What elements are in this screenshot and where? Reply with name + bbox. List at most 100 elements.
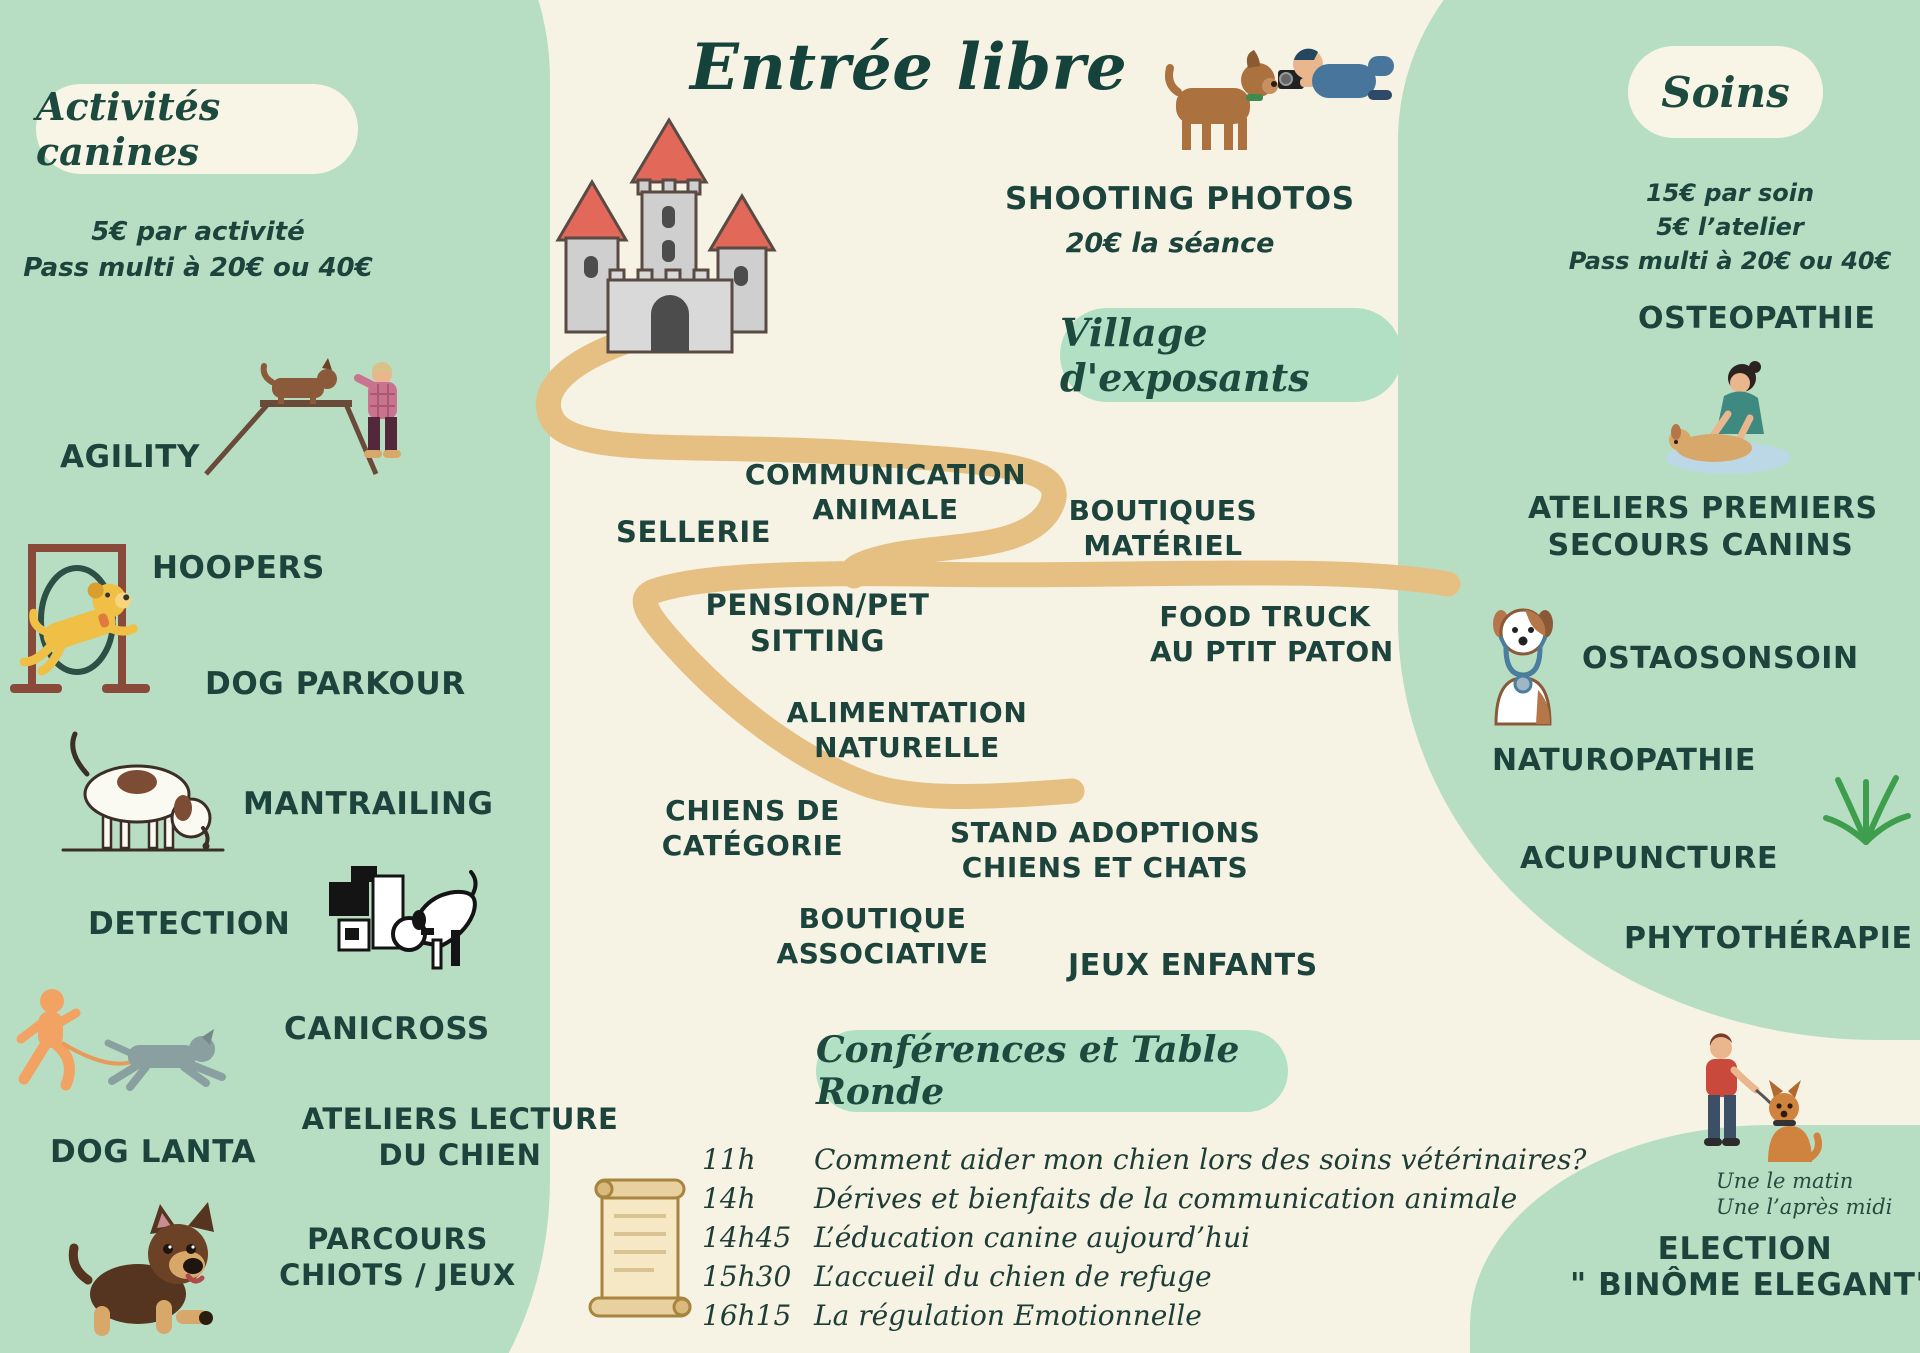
election-notes: Une le matin Une l’après midi [1716,1168,1920,1220]
schedule-time: 11h [702,1143,756,1176]
label-dog-parkour: DOG PARKOUR [205,666,466,702]
schedule-time: 15h30 [702,1260,792,1293]
agility-dog-icon [204,358,401,476]
communication-line2: ANIMALE [812,492,959,526]
label-ateliers-premiers-secours: ATELIERS PREMIERS SECOURS CANINS [1528,490,1878,564]
stand-pension-pet-sitting: PENSION/PET SITTING [700,588,935,660]
pension-line2: SITTING [750,623,885,658]
ateliers-lecture-line2: DU CHIEN [378,1137,542,1172]
plant-icon [1823,775,1911,845]
dog-massage-icon [1666,361,1790,474]
chiens-categorie-line1: CHIENS DE [665,794,840,827]
activities-header-pill: Activités canines [36,84,358,174]
label-shooting-photos: SHOOTING PHOTOS [1005,181,1355,217]
castle-icon [555,117,777,354]
label-parcours-chiots: PARCOURS CHIOTS / JEUX [265,1222,530,1294]
label-agility: AGILITY [60,439,201,475]
adoptions-line2: CHIENS ET CHATS [961,850,1249,884]
boutique-line1: BOUTIQUE [798,902,967,935]
activities-header: Activités canines [36,84,221,174]
label-acupuncture: ACUPUNCTURE [1520,841,1779,876]
schedule-title: Dérives et bienfaits de la communication… [814,1182,1518,1215]
label-canicross: CANICROSS [284,1011,490,1047]
canicross-icon [16,989,226,1091]
label-ostaosonsoin: OSTAOSONSOIN [1582,641,1859,676]
alimentation-line2: NATURELLE [814,730,1000,764]
ateliers-premiers-line2: SECOURS CANINS [1547,528,1854,564]
schedule-row: 16h15 La régulation Emotionnelle [702,1296,1502,1335]
label-detection: DETECTION [88,906,291,942]
stand-sellerie: SELLERIE [616,515,772,549]
activities-pricing: 5€ par activité Pass multi à 20€ ou 40€ [18,214,378,286]
schedule-time: 14h45 [702,1221,792,1254]
village-header: Village d'exposants [1060,310,1310,400]
chiens-categorie-line2: CATÉGORIE [661,828,844,862]
poster-title: Entrée libre [690,30,1128,105]
schedule-row: 11h Comment aider mon chien lors des soi… [702,1140,1586,1179]
label-mantrailing: MANTRAILING [243,786,494,822]
village-header-pill: Village d'exposants [1060,308,1402,402]
boutique-line2: ASSOCIATIVE [776,936,989,970]
schedule-title: L’éducation canine aujourd’hui [814,1221,1251,1254]
label-binome-elegant: " BINÔME ELEGANT" [1570,1267,1920,1303]
stand-boutiques-materiel: BOUTIQUES MATÉRIEL [1058,494,1268,563]
schedule-row: 15h30 L’accueil du chien de refuge [702,1257,1502,1296]
soins-price-line1: 15€ par soin [1645,179,1815,207]
schedule-time: 16h15 [702,1299,792,1332]
scroll-icon [588,1178,692,1318]
food-truck-line1: FOOD TRUCK [1159,600,1371,633]
schedule-title: L’accueil du chien de refuge [814,1260,1212,1293]
alimentation-line1: ALIMENTATION [786,696,1028,729]
label-phytotherapie: PHYTOTHÉRAPIE [1624,921,1913,956]
boutiques-line2: MATÉRIEL [1083,528,1243,562]
hoopers-dog-icon [10,544,150,693]
schedule-title: La régulation Emotionnelle [814,1299,1202,1332]
soins-pricing: 15€ par soin 5€ l’atelier Pass multi à 2… [1560,176,1900,278]
stand-chiens-de-categorie: CHIENS DE CATÉGORIE [655,794,850,863]
soins-header: Soins [1661,67,1790,117]
communication-line1: COMMUNICATION [744,458,1027,491]
stand-boutique-associative: BOUTIQUE ASSOCIATIVE [770,902,995,971]
soins-header-pill: Soins [1628,46,1823,138]
schedule-time: 14h [702,1182,756,1215]
conferences-header: Conférences et Table Ronde [816,1029,1240,1113]
activities-price-line2: Pass multi à 20€ ou 40€ [23,253,373,283]
election-note-line2: Une l’après midi [1716,1195,1893,1219]
election-note-line1: Une le matin [1716,1169,1854,1193]
stand-communication-animale: COMMUNICATION ANIMALE [738,458,1033,527]
parcours-line1: PARCOURS [307,1222,488,1256]
shooting-price: 20€ la séance [1065,228,1275,259]
conferences-header-pill: Conférences et Table Ronde [816,1029,1288,1113]
soins-price-line2: 5€ l’atelier [1656,213,1804,241]
detection-dog-icon [329,866,478,970]
stand-food-truck: FOOD TRUCK AU PTIT PATON [1150,600,1394,669]
schedule-title: Comment aider mon chien lors des soins v… [814,1143,1587,1176]
label-dog-lanta: DOG LANTA [50,1134,257,1170]
boutiques-line1: BOUTIQUES [1068,494,1258,527]
parcours-line2: CHIOTS / JEUX [279,1257,516,1292]
left-green-blob [0,0,550,1353]
label-ateliers-lecture: ATELIERS LECTURE DU CHIEN [295,1102,625,1174]
adoptions-line1: STAND ADOPTIONS [950,816,1261,849]
ateliers-premiers-line1: ATELIERS PREMIERS [1528,491,1878,526]
stand-jeux-enfants: JEUX ENFANTS [1068,948,1318,983]
label-naturopathie: NATUROPATHIE [1492,743,1756,778]
label-election: ELECTION [1657,1231,1833,1267]
dog-photographer-icon [1165,48,1394,150]
conference-schedule: 11h Comment aider mon chien lors des soi… [702,1140,1586,1335]
stethoscope-dog-icon [1493,608,1553,726]
label-osteopathie: OSTEOPATHIE [1638,301,1876,336]
man-with-dog-icon [1704,1033,1822,1162]
pension-line1: PENSION/PET [705,588,930,622]
stand-alimentation-naturelle: ALIMENTATION NATURELLE [782,696,1032,765]
activities-price-line1: 5€ par activité [91,217,305,247]
ateliers-lecture-line1: ATELIERS LECTURE [301,1102,619,1136]
sniffing-dog-icon [61,731,225,852]
stand-adoptions: STAND ADOPTIONS CHIENS ET CHATS [950,816,1260,885]
label-hoopers: HOOPERS [152,550,325,586]
puppy-icon [68,1202,214,1336]
soins-price-line3: Pass multi à 20€ ou 40€ [1568,247,1892,275]
schedule-row: 14h45 L’éducation canine aujourd’hui [702,1218,1502,1257]
food-truck-line2: AU PTIT PATON [1150,634,1394,668]
